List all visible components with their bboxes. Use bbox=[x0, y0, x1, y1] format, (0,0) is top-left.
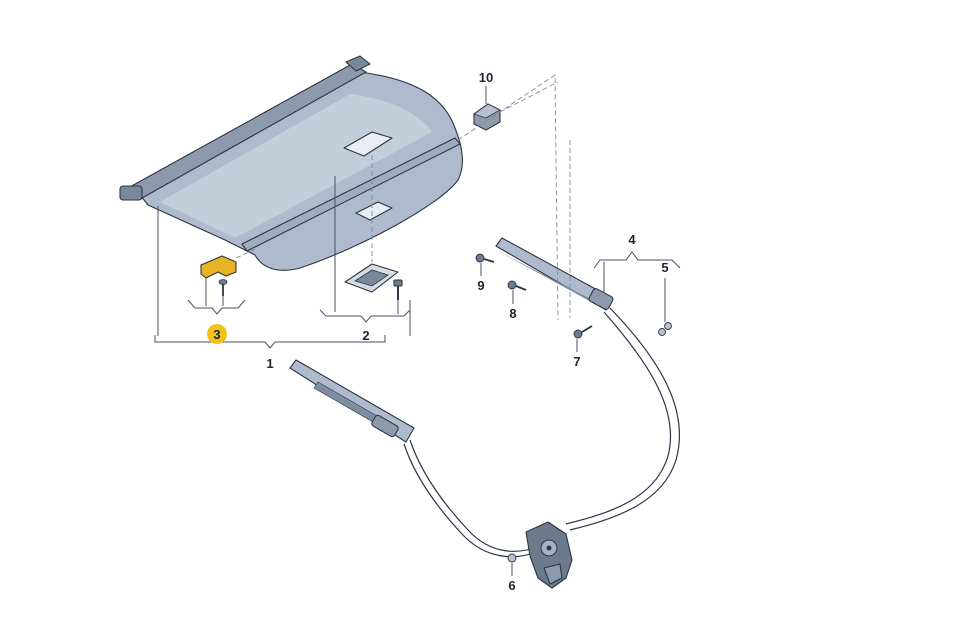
clip-5-b bbox=[664, 322, 672, 330]
screw-8-shank bbox=[515, 285, 527, 291]
guide-rail-right-assembly[interactable] bbox=[495, 237, 614, 311]
nut-6 bbox=[507, 553, 517, 563]
fastener-screw-9[interactable] bbox=[475, 253, 495, 263]
cover-handle-opening-lower bbox=[355, 201, 393, 221]
callout-6[interactable]: 6 bbox=[508, 578, 515, 593]
clip-5-a bbox=[658, 328, 666, 336]
mount-clip-top bbox=[473, 103, 501, 119]
roll-tube-end-cap-right bbox=[345, 55, 371, 72]
callout-8[interactable]: 8 bbox=[509, 306, 516, 321]
guide-rail-right-shadow bbox=[496, 250, 606, 310]
callout-5[interactable]: 5 bbox=[661, 260, 668, 275]
callout-9[interactable]: 9 bbox=[477, 278, 484, 293]
cover-handle-opening-upper bbox=[343, 131, 393, 157]
luggage-cover-shading bbox=[160, 94, 432, 238]
brace-3 bbox=[187, 299, 246, 315]
handle-screw-head bbox=[393, 279, 403, 287]
brace-4 bbox=[593, 251, 681, 269]
assembly-guide-lines bbox=[235, 74, 571, 321]
callout-4[interactable]: 4 bbox=[628, 232, 636, 247]
screw-7-shank bbox=[581, 325, 593, 333]
cover-rail bbox=[241, 137, 461, 252]
screw-9-shank bbox=[483, 258, 495, 263]
roll-tube-end-cap-left bbox=[119, 185, 143, 201]
dash-line-cover-to-clip bbox=[457, 74, 559, 321]
lock-latch bbox=[543, 563, 563, 585]
retaining-bracket-assembly[interactable] bbox=[200, 255, 237, 296]
cable-lock-mechanism[interactable] bbox=[525, 521, 573, 589]
brace-2 bbox=[319, 309, 411, 323]
luggage-cover-assembly[interactable] bbox=[119, 55, 463, 271]
retaining-bracket bbox=[200, 255, 237, 279]
callout-1[interactable]: 1 bbox=[266, 356, 273, 371]
callout-10[interactable]: 10 bbox=[479, 70, 493, 85]
lock-gear-hub bbox=[546, 545, 552, 551]
screw-9-head bbox=[475, 253, 485, 263]
fastener-screw-7[interactable] bbox=[573, 325, 593, 339]
handle-assembly[interactable] bbox=[344, 263, 403, 300]
handle-recess bbox=[354, 269, 389, 287]
callout-leaders bbox=[154, 86, 681, 576]
fastener-clips-5[interactable] bbox=[658, 322, 672, 336]
guide-rail-right-grip bbox=[588, 288, 614, 310]
callout-3[interactable]: 3 bbox=[213, 327, 220, 342]
callout-7[interactable]: 7 bbox=[573, 354, 580, 369]
cable-left-inner bbox=[403, 443, 537, 558]
cable-right-inner bbox=[565, 311, 672, 525]
guide-rail-left-grip bbox=[371, 414, 399, 438]
mount-clip[interactable] bbox=[473, 103, 501, 131]
fastener-screw-8[interactable] bbox=[507, 280, 527, 291]
cable-left-outer bbox=[409, 439, 541, 552]
bowden-cables bbox=[403, 307, 680, 558]
callout-labels: 1 2 3 4 5 6 7 8 9 10 bbox=[207, 70, 669, 593]
brace-1 bbox=[154, 335, 386, 349]
screw-7-head bbox=[573, 329, 583, 339]
dash-line-clip bbox=[499, 81, 559, 113]
dash-line-bracket bbox=[235, 247, 259, 259]
callout-2[interactable]: 2 bbox=[362, 328, 369, 343]
cable-right-outer bbox=[569, 307, 680, 531]
fastener-nut-6[interactable] bbox=[507, 553, 517, 563]
guide-rail-left-assembly[interactable] bbox=[289, 359, 415, 443]
bracket-screw-head bbox=[218, 279, 228, 285]
callout-3-highlight bbox=[207, 324, 227, 344]
screw-8-head bbox=[507, 280, 517, 290]
